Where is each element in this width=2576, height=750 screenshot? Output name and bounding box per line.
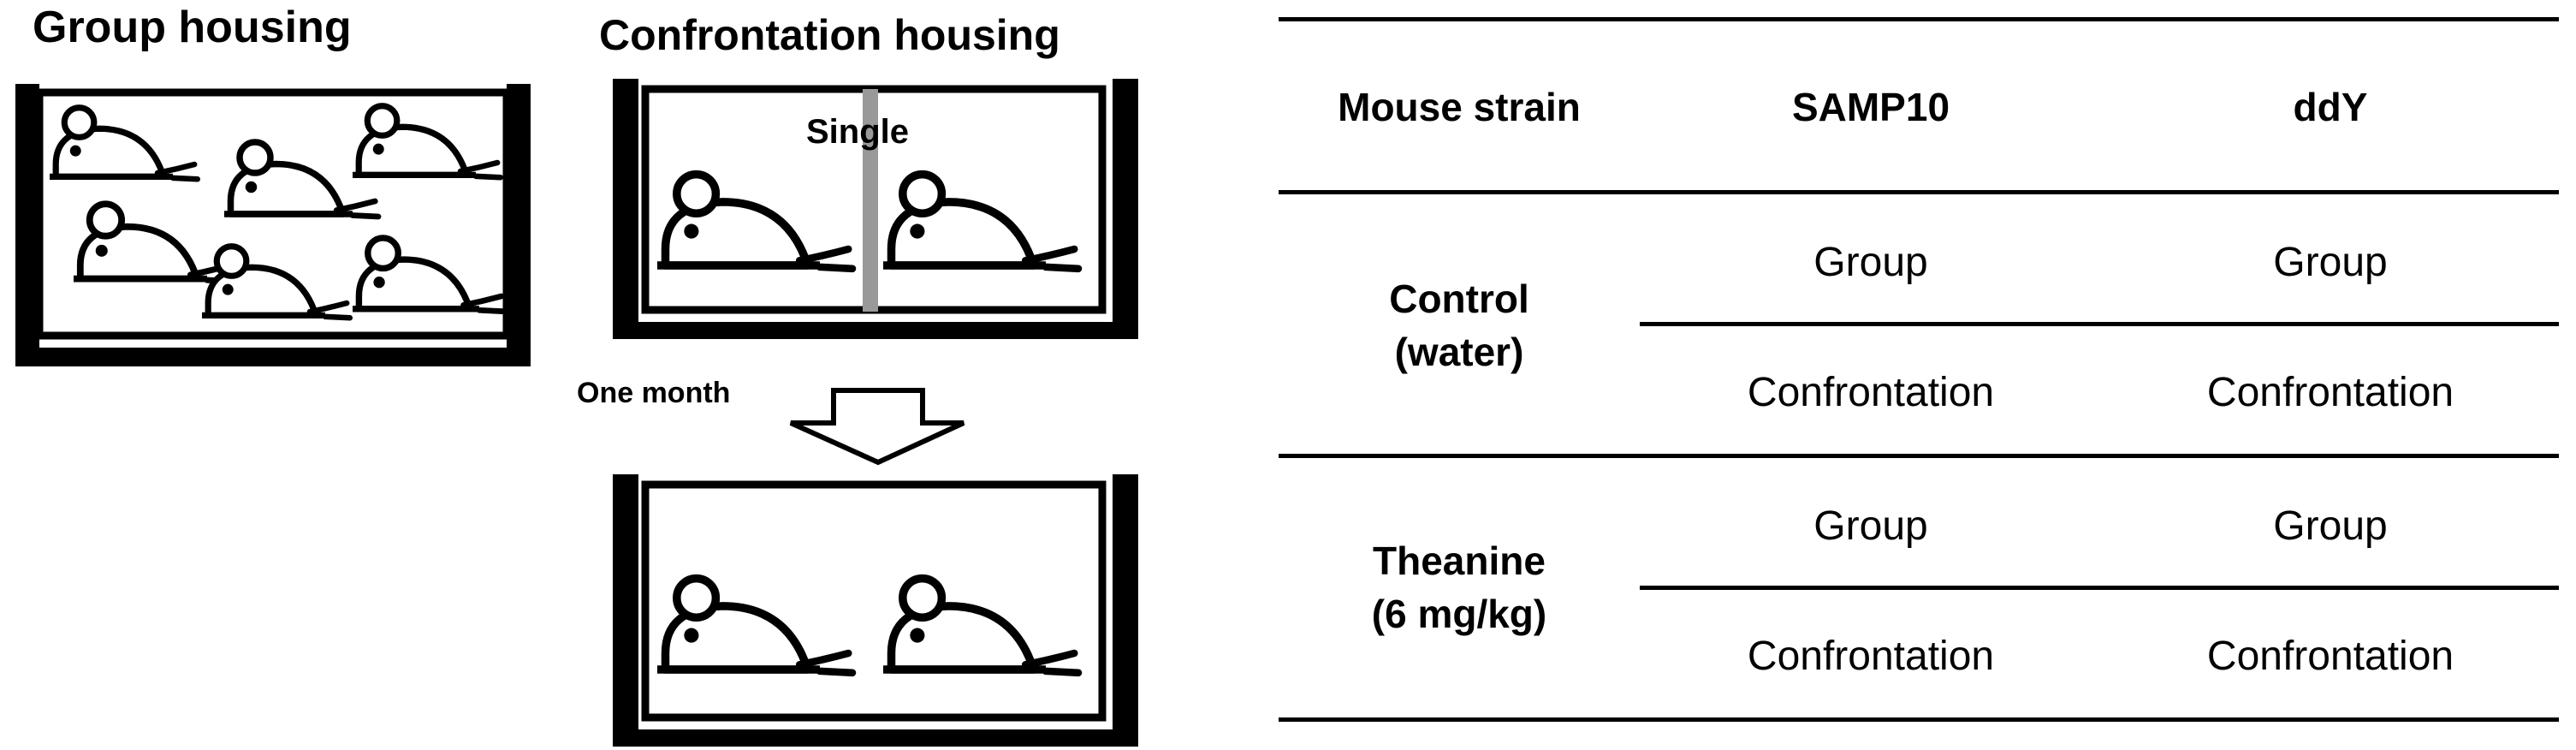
- mouse-icon: [883, 579, 1078, 673]
- row-head-line1: Theanine: [1373, 539, 1546, 583]
- table-cell: Group: [1813, 503, 1928, 549]
- confrontation-cage-top: [613, 79, 1138, 339]
- table-subrule: [1640, 586, 2559, 590]
- header-samp10: SAMP10: [1791, 85, 1950, 129]
- single-label: Single: [806, 113, 910, 151]
- group-mice: [50, 106, 505, 318]
- header-mouse-strain: Mouse strain: [1338, 85, 1581, 129]
- group-housing-cage: [15, 84, 531, 366]
- table-cell: Group: [2273, 503, 2388, 549]
- confrontation-housing-title: Confrontation housing: [599, 11, 1060, 59]
- table-subrule: [1640, 322, 2559, 326]
- table-bottom-rule: [1279, 717, 2559, 722]
- header-ddy: ddY: [2293, 85, 2368, 129]
- row-head-line2: (6 mg/kg): [1371, 592, 1547, 637]
- row-head-line1: Control: [1389, 277, 1529, 321]
- confrontation-cage-bottom: [613, 474, 1138, 747]
- table-group-rule: [1279, 454, 2559, 458]
- mouse-icon: [50, 108, 198, 180]
- mouse-icon: [74, 204, 234, 281]
- mouse-icon: [657, 175, 852, 269]
- table-cell: Group: [1813, 240, 1928, 285]
- one-month-label: One month: [577, 377, 731, 409]
- row-head-line2: (water): [1394, 330, 1524, 375]
- mouse-icon: [657, 579, 852, 673]
- mouse-icon: [224, 142, 378, 217]
- table-header-rule: [1279, 190, 2559, 194]
- row-head-control: Control (water): [1279, 272, 1640, 378]
- mouse-icon: [353, 106, 501, 178]
- table-cell: Confrontation: [1747, 634, 1995, 679]
- partition-divider: [863, 89, 878, 312]
- mouse-icon: [353, 238, 505, 312]
- housing-schematic: [15, 79, 1138, 747]
- row-head-theanine: Theanine (6 mg/kg): [1279, 534, 1640, 640]
- group-housing-title: Group housing: [33, 3, 352, 52]
- table-cell: Confrontation: [1747, 370, 1995, 415]
- mouse-icon: [202, 247, 350, 318]
- table-cell: Confrontation: [2206, 634, 2454, 679]
- table-top-rule: [1279, 17, 2559, 21]
- down-arrow-icon: [789, 388, 965, 466]
- table-cell: Confrontation: [2206, 370, 2454, 415]
- table-cell: Group: [2273, 240, 2388, 285]
- mouse-icon: [883, 175, 1078, 269]
